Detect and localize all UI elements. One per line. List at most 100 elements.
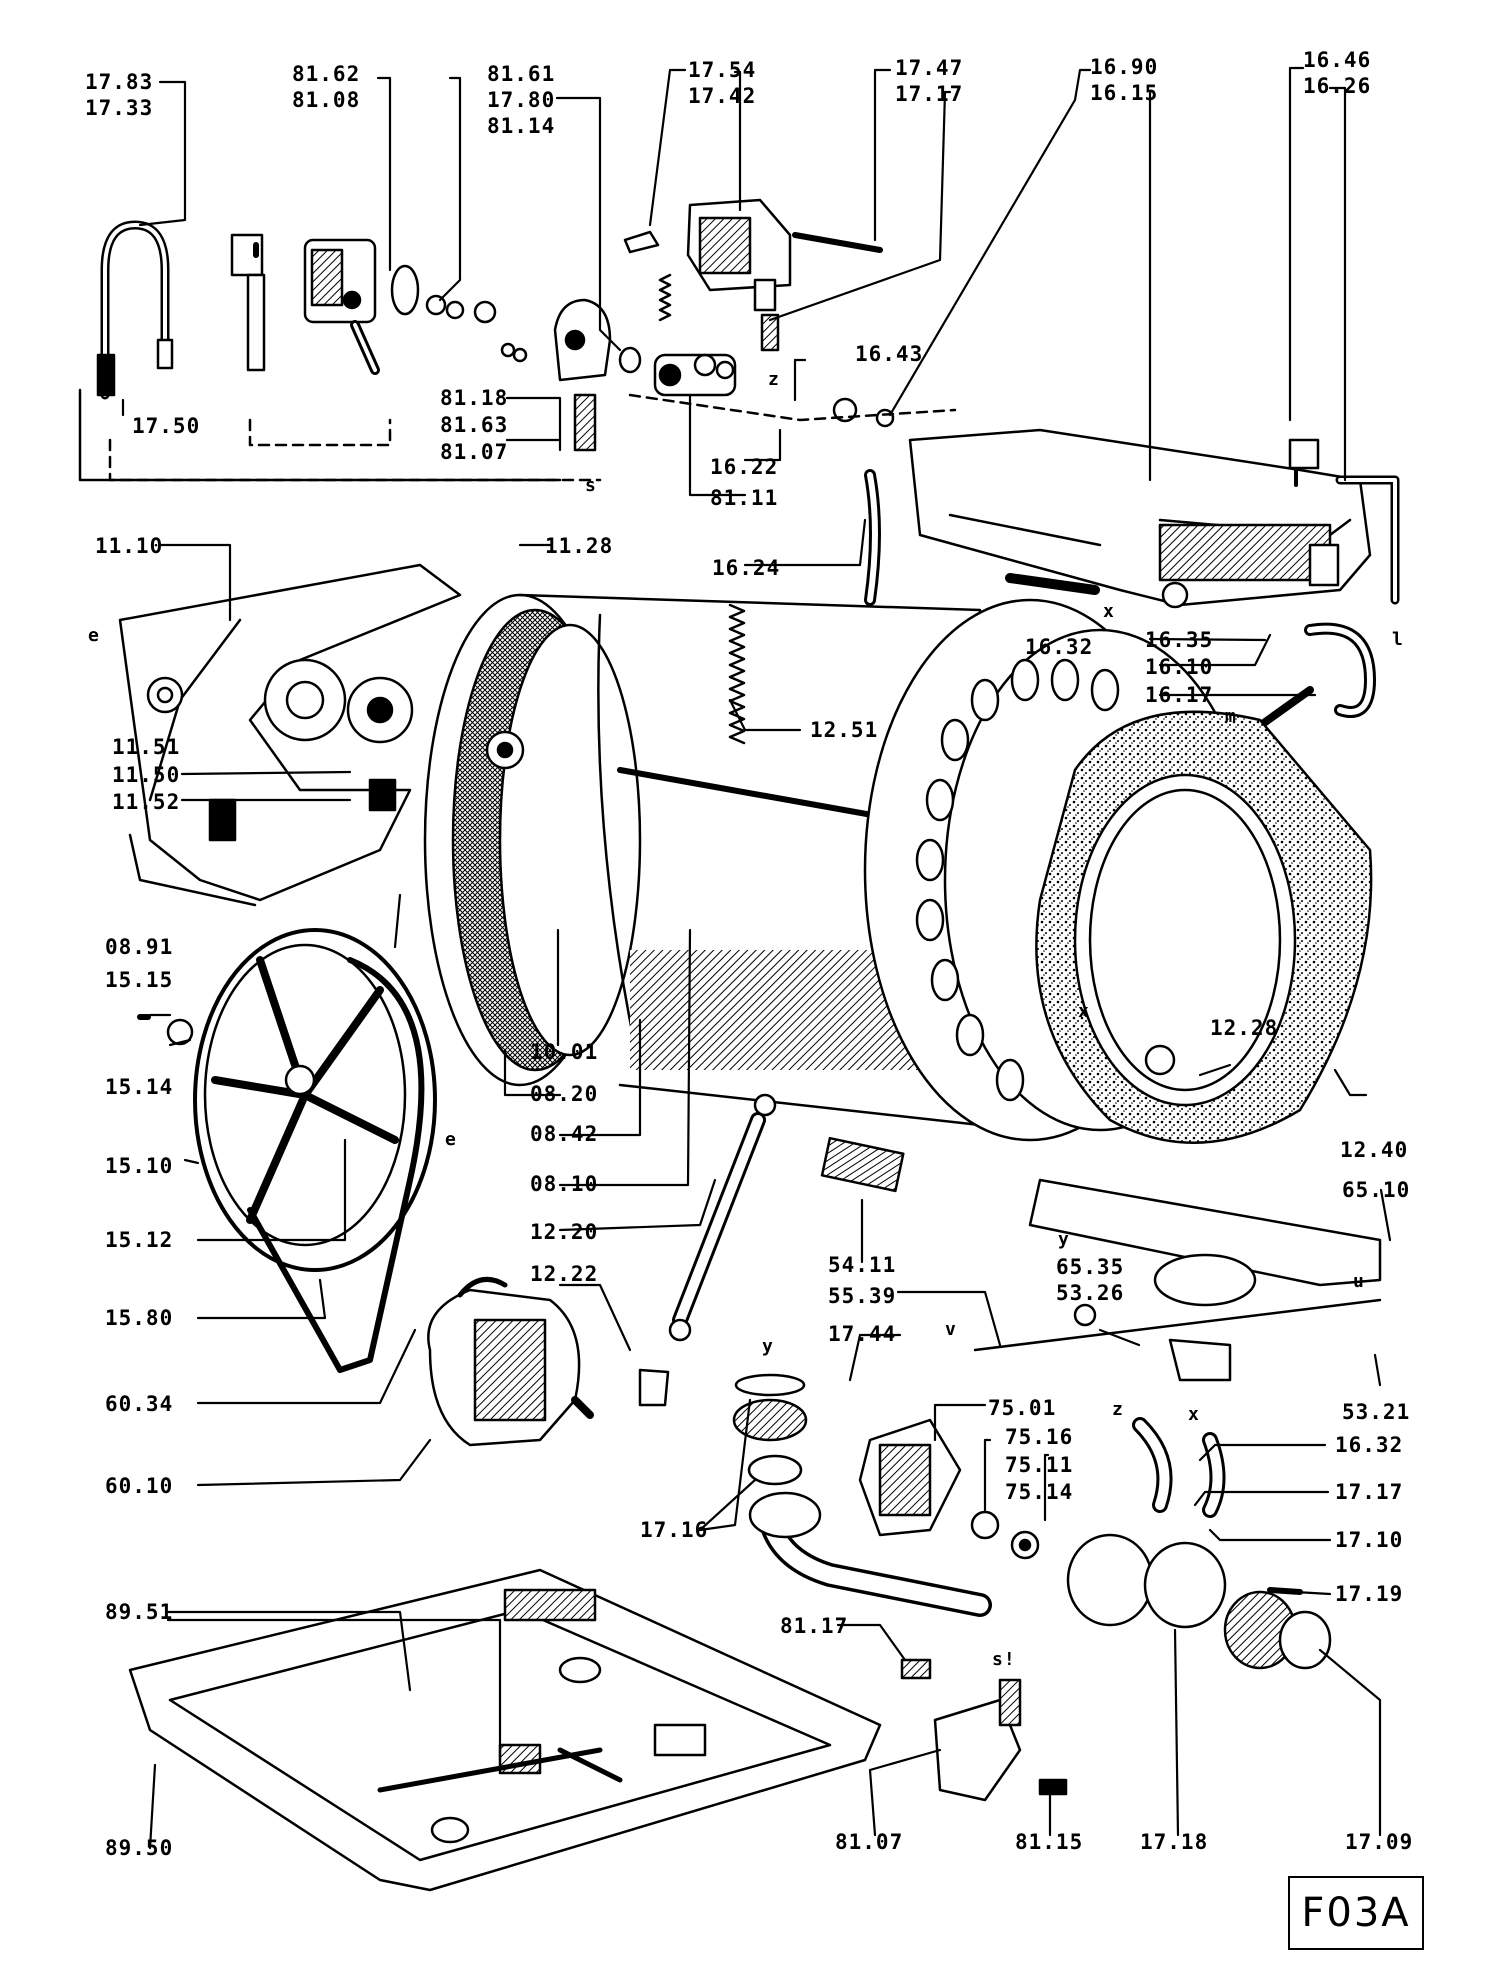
part-label: 11.10	[95, 534, 164, 558]
washer	[500, 342, 516, 358]
sump-seal	[732, 1398, 808, 1442]
solenoid-valve	[653, 353, 737, 397]
drum-pulley	[193, 928, 437, 1272]
part-label: 17.10	[1335, 1528, 1404, 1552]
part-label: 17.50	[132, 414, 201, 438]
washer	[166, 1018, 194, 1046]
part-label: 15.15	[105, 968, 174, 992]
part-label: 16.15	[1090, 81, 1159, 105]
inlet-solenoid	[933, 1678, 1022, 1802]
part-label: 81.14	[487, 114, 556, 138]
part-label: 89.50	[105, 1836, 174, 1860]
part-label: 16.43	[855, 342, 924, 366]
part-label: 16.90	[1090, 55, 1159, 79]
marker: x	[1078, 1001, 1090, 1022]
part-label: 81.62	[292, 62, 361, 86]
terminal-block	[820, 1136, 905, 1193]
part-label: 81.63	[440, 413, 509, 437]
part-label: 75.16	[1005, 1425, 1074, 1449]
ring	[734, 1373, 806, 1397]
valve-plate	[553, 298, 612, 452]
o-ring	[390, 264, 420, 316]
part-label: 17.19	[1335, 1582, 1404, 1606]
marker: v	[945, 1319, 957, 1340]
part-label: 17.18	[1140, 1830, 1209, 1854]
part-label: 81.11	[710, 486, 779, 510]
clip	[623, 230, 660, 254]
part-label: 16.26	[1303, 74, 1372, 98]
tub-support-frame	[118, 563, 462, 907]
part-label: 17.33	[85, 96, 154, 120]
part-label: 89.51	[105, 1600, 174, 1624]
connector-block	[303, 238, 380, 375]
rod	[792, 232, 883, 253]
sleeve	[1005, 573, 1100, 595]
part-label: 17.83	[85, 70, 154, 94]
seal	[970, 1510, 1000, 1540]
part-label: 75.01	[988, 1396, 1057, 1420]
part-label: 16.10	[1145, 655, 1214, 679]
washer	[512, 347, 528, 363]
part-label: 53.26	[1056, 1281, 1125, 1305]
part-label: 65.10	[1342, 1178, 1411, 1202]
part-label: 08.20	[530, 1082, 599, 1106]
part-label: 53.21	[1342, 1400, 1411, 1424]
part-label: 81.15	[1015, 1830, 1084, 1854]
o-ring	[875, 408, 895, 428]
part-label: 08.42	[530, 1122, 599, 1146]
bearing	[346, 676, 414, 744]
part-label: 16.22	[710, 455, 779, 479]
part-label: 81.07	[835, 1830, 904, 1854]
clip	[900, 1658, 932, 1680]
part-label: 65.35	[1056, 1255, 1125, 1279]
part-label: 17.44	[828, 1322, 897, 1346]
part-label: 81.07	[440, 440, 509, 464]
marker: m	[1225, 706, 1237, 727]
clip	[1038, 1778, 1068, 1796]
part-label: 12.22	[530, 1262, 599, 1286]
marker: l	[1392, 629, 1404, 650]
part-label: 17.17	[895, 82, 964, 106]
suspension-spring	[728, 603, 746, 745]
part-label: 12.28	[1210, 1016, 1279, 1040]
part-label: 81.18	[440, 386, 509, 410]
part-label: 16.32	[1025, 635, 1094, 659]
part-label: 81.17	[780, 1614, 849, 1638]
filter-housing	[1066, 1533, 1332, 1670]
part-label: 16.17	[1145, 683, 1214, 707]
part-label: 17.42	[688, 84, 757, 108]
nut	[473, 300, 497, 324]
part-label: 81.61	[487, 62, 556, 86]
part-label: 12.40	[1340, 1138, 1409, 1162]
foot	[1073, 1303, 1097, 1327]
part-label: 15.12	[105, 1228, 174, 1252]
part-label: 11.51	[112, 735, 181, 759]
drain-pump	[858, 1418, 962, 1537]
base-plate	[128, 1568, 882, 1892]
part-label: 16.32	[1335, 1433, 1404, 1457]
motor	[427, 1276, 594, 1447]
part-label: 15.80	[105, 1306, 174, 1330]
part-label: 16.46	[1303, 48, 1372, 72]
sump-seal	[747, 1454, 803, 1486]
marker: z	[768, 369, 780, 390]
part-label: 81.08	[292, 88, 361, 112]
part-label: 08.91	[105, 935, 174, 959]
part-label: 75.14	[1005, 1480, 1074, 1504]
seal-ring	[146, 676, 184, 714]
pressure-sensor-pin	[230, 233, 266, 372]
leader-lines	[121, 66, 1392, 1850]
part-label: 08.10	[530, 1172, 599, 1196]
shock-absorber	[668, 1093, 777, 1342]
part-label: 16.24	[712, 556, 781, 580]
marker: y	[1058, 1229, 1070, 1250]
figure-code-box: F03A	[1288, 1876, 1424, 1950]
drive-belt	[247, 957, 425, 1373]
inlet-fitting	[1288, 438, 1400, 605]
marker: x	[1188, 1404, 1200, 1425]
marker: u	[1353, 1271, 1365, 1292]
part-label: 11.52	[112, 790, 181, 814]
washer	[445, 300, 465, 320]
